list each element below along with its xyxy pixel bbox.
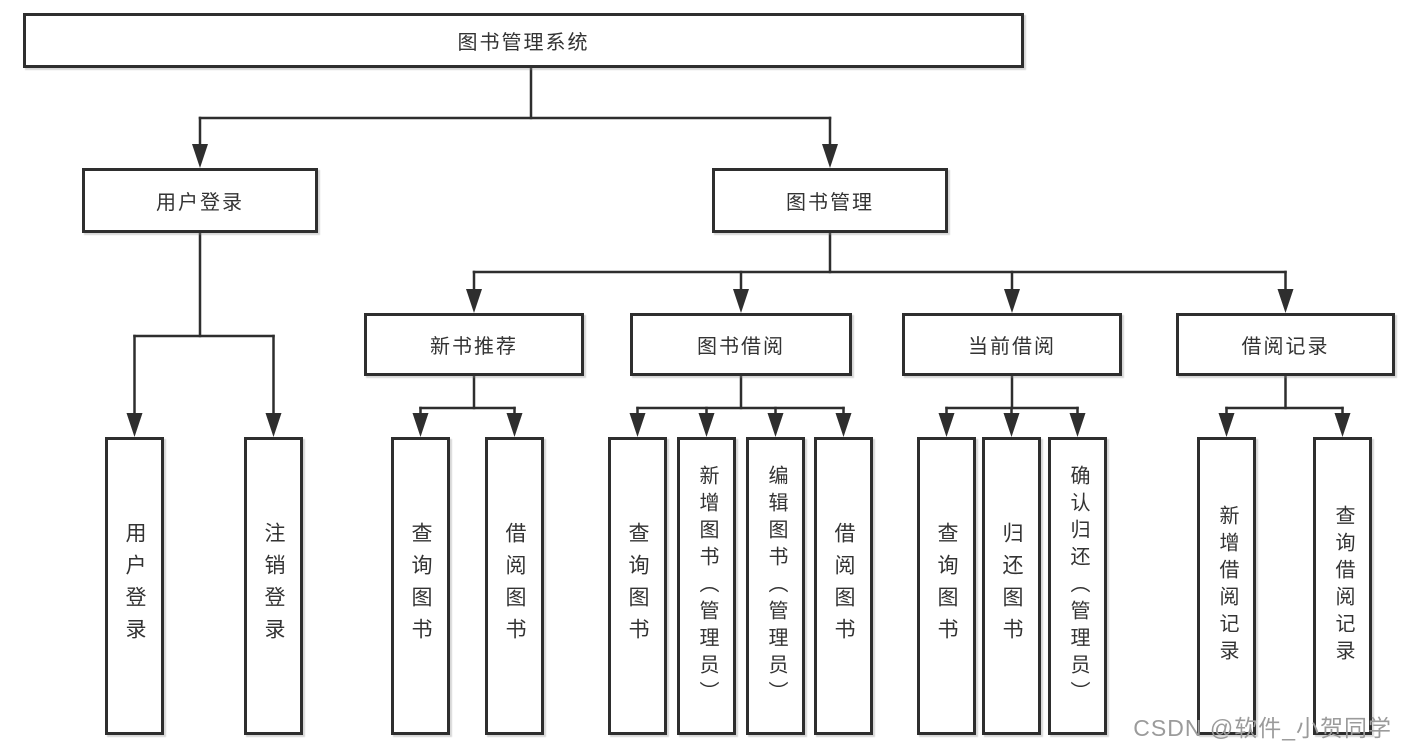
leaf-borrow-add-books-admin: 新增图书（管理员） bbox=[677, 437, 736, 735]
node-book-management-branch: 图书管理 bbox=[712, 168, 948, 233]
node-borrow-records: 借阅记录 bbox=[1176, 313, 1395, 376]
leaf-user-login: 用户登录 bbox=[105, 437, 164, 735]
leaf-borrow-borrow-books: 借阅图书 bbox=[814, 437, 873, 735]
leaf-current-query-books: 查询图书 bbox=[917, 437, 976, 735]
leaf-record-add-borrow-record: 新增借阅记录 bbox=[1197, 437, 1256, 735]
leaf-logout: 注销登录 bbox=[244, 437, 303, 735]
node-user-login-branch: 用户登录 bbox=[82, 168, 318, 233]
arrow-down-icons bbox=[126, 144, 1351, 437]
node-current-borrow: 当前借阅 bbox=[902, 313, 1122, 376]
leaf-recommend-query-books: 查询图书 bbox=[391, 437, 450, 735]
node-root: 图书管理系统 bbox=[23, 13, 1024, 68]
leaf-record-query-borrow-record: 查询借阅记录 bbox=[1313, 437, 1372, 735]
csdn-watermark: CSDN @软件_小贺同学 bbox=[1133, 715, 1392, 741]
leaf-borrow-edit-books-admin: 编辑图书（管理员） bbox=[746, 437, 805, 735]
node-new-book-recommend: 新书推荐 bbox=[364, 313, 584, 376]
leaf-current-return-books: 归还图书 bbox=[982, 437, 1041, 735]
leaf-borrow-query-books: 查询图书 bbox=[608, 437, 667, 735]
leaf-current-confirm-return-admin: 确认归还（管理员） bbox=[1048, 437, 1107, 735]
node-book-borrow: 图书借阅 bbox=[630, 313, 852, 376]
leaf-recommend-borrow-books: 借阅图书 bbox=[485, 437, 544, 735]
